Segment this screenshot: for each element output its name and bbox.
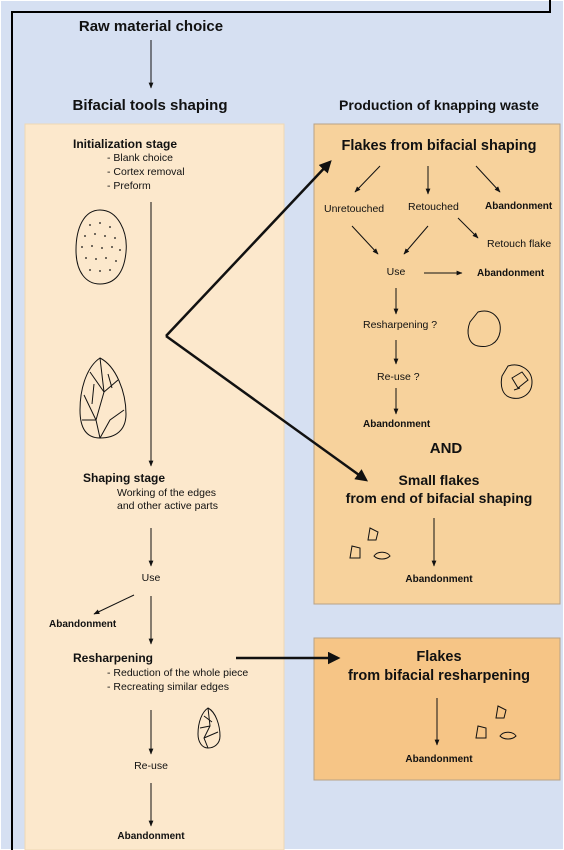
init-item-cortex: - Cortex removal [107, 166, 185, 178]
preform-biface-drawing [79, 357, 127, 439]
raw-material-title: Raw material choice [78, 18, 224, 35]
init-item-preform: - Preform [107, 180, 151, 192]
resharp-flakes-line2: from bifacial resharpening [347, 668, 531, 684]
abandonment-side-label: Abandonment [49, 619, 117, 630]
outer-frame [11, 0, 551, 850]
production-waste-title: Production of knapping waste [339, 97, 539, 113]
resharpening-item-2: - Recreating similar edges [107, 681, 229, 693]
left-panel [24, 123, 285, 850]
unretouched-label: Unretouched [324, 203, 385, 215]
small-flakes-line2: from end of bifacial shaping [345, 490, 533, 506]
use-label: Use [141, 572, 161, 584]
arrow-to-small-flakes [165, 334, 369, 482]
abandonment-small-label: Abandonment [405, 574, 473, 585]
abandonment-bottom-label: Abandonment [363, 419, 431, 430]
resharpening-title: Resharpening [73, 651, 154, 665]
bifacial-tools-title: Bifacial tools shaping [72, 97, 228, 114]
shaping-item-1: Working of the edges [117, 487, 217, 499]
shaping-stage-title: Shaping stage [83, 471, 166, 485]
arrow-retouched-to-retouch-flake [457, 217, 479, 239]
reuse-question-label: Re-use ? [377, 371, 420, 383]
resharpening-item-1: - Reduction of the whole piece [107, 667, 249, 679]
arrow-flakes-to-unretouched [354, 165, 381, 193]
abandonment-resharp-label: Abandonment [405, 754, 473, 765]
abandonment-final-label: Abandonment [117, 831, 185, 842]
use-right-label: Use [386, 266, 406, 278]
cortex-blank-drawing [75, 209, 127, 285]
abandonment-top-label: Abandonment [485, 201, 553, 212]
retouched-label: Retouched [408, 201, 459, 213]
arrow-to-flakes-shaping [165, 160, 332, 337]
arrow-flakes-to-abandonment [475, 165, 501, 193]
reuse-label: Re-use [134, 760, 168, 772]
resharpening-question-label: Resharpening ? [363, 319, 438, 331]
resharpened-biface-drawing [197, 707, 221, 749]
right-panel-waste [313, 123, 561, 605]
small-flakes-drawing [349, 527, 517, 740]
flakes-shaping-title: Flakes from bifacial shaping [341, 138, 537, 154]
arrow-unretouched-to-use [351, 225, 379, 255]
init-item-blank: - Blank choice [107, 152, 173, 164]
small-flakes-line1: Small flakes [398, 472, 480, 488]
abandonment-use-label: Abandonment [477, 268, 545, 279]
shaping-item-2: and other active parts [117, 500, 218, 512]
resharp-flakes-line1: Flakes [416, 649, 462, 665]
and-label: AND [429, 440, 463, 457]
init-stage-title: Initialization stage [73, 137, 178, 151]
arrow-use-to-abandonment [93, 594, 135, 615]
arrow-retouched-to-use [403, 225, 429, 255]
flake-drawing [467, 310, 533, 399]
retouch-flake-label: Retouch flake [487, 238, 552, 250]
